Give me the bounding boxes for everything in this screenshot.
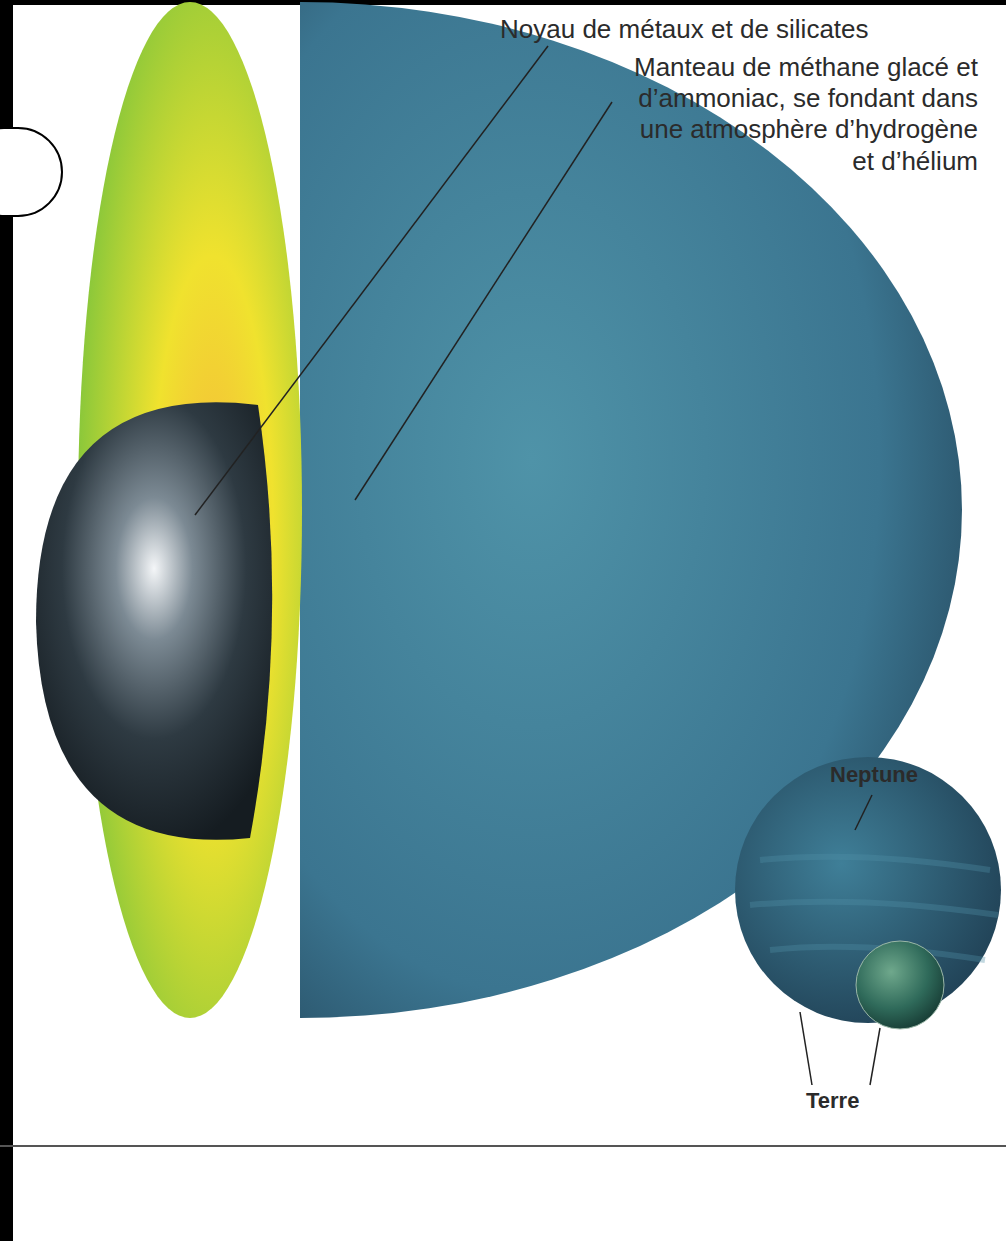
- bottom-rule: [0, 1145, 1006, 1147]
- part-label: Manteau de méthane glacé et d’ammoniac, …: [613, 52, 978, 177]
- page-tab: [0, 128, 62, 216]
- leader-line: [195, 46, 548, 515]
- frame-top: [0, 0, 1006, 5]
- neptune-bands: [750, 857, 998, 960]
- leader-line: [355, 102, 612, 500]
- leader-line: [855, 795, 872, 830]
- part-label: Noyau de métaux et de silicates: [500, 14, 990, 45]
- planet-label: Terre: [806, 1088, 926, 1114]
- earth-sphere: [856, 941, 944, 1029]
- leader-line: [800, 1012, 812, 1085]
- leader-line: [870, 1028, 880, 1085]
- core-hemisphere: [36, 402, 272, 840]
- planet-label: Neptune: [830, 762, 990, 788]
